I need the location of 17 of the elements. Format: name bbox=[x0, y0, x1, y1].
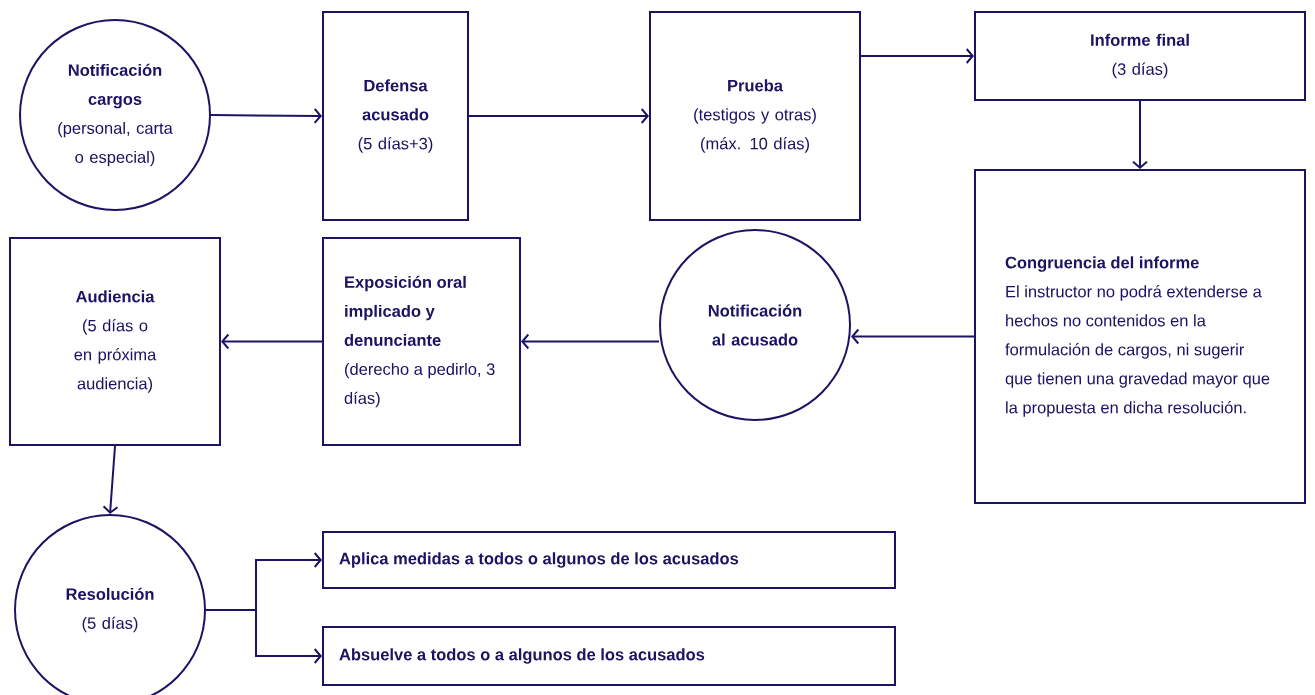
process-box: Prueba (testigos y otras) (máx. 10 días) bbox=[649, 11, 861, 221]
arrow bbox=[1132, 100, 1148, 169]
arrow bbox=[521, 333, 660, 350]
process-box: Defensa acusado (5 días+3) bbox=[322, 11, 469, 221]
arrow bbox=[210, 107, 322, 124]
outcome-box: Absuelve a todos o a algunos de los acusados bbox=[322, 626, 896, 686]
arrow bbox=[851, 328, 975, 345]
arrow bbox=[221, 333, 323, 350]
note-box: Congruencia del informe El instructor no podrá extenderse a hechos no contenidos en la formulación de cargos, ni sugerir que tienen una gravedad mayor que la propuesta en dicha resolución. bbox=[974, 169, 1306, 504]
arrow bbox=[205, 609, 322, 664]
arrow bbox=[860, 48, 974, 64]
arrow bbox=[102, 445, 119, 514]
process-box: Audiencia (5 días o en próxima audiencia) bbox=[9, 237, 221, 446]
arrow bbox=[468, 108, 649, 124]
outcome-box: Aplica medidas a todos o algunos de los acusados bbox=[322, 531, 896, 589]
process-box: Exposición oral implicado y denunciante (derecho a pedirlo, 3 días) bbox=[322, 237, 521, 446]
process-box: Informe final (3 días) bbox=[974, 11, 1306, 101]
